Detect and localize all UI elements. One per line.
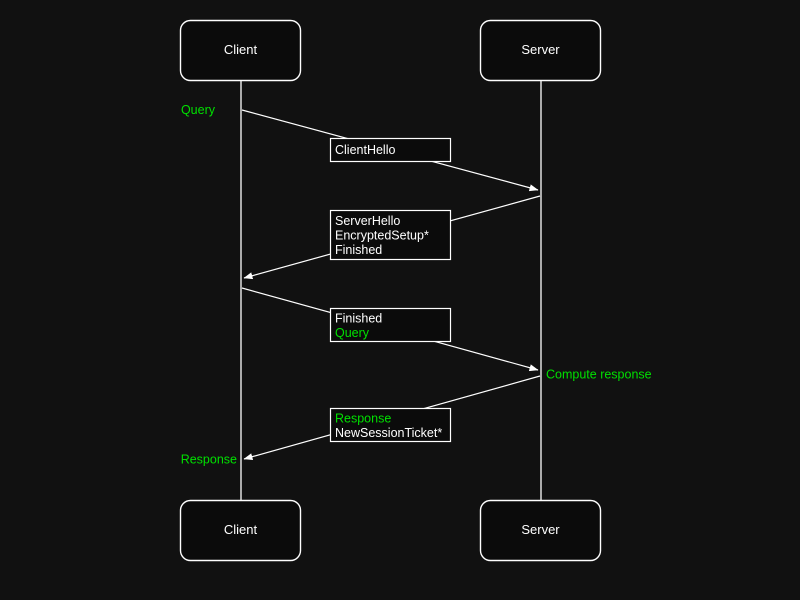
actor-client-top-box [179, 19, 302, 82]
message-line-server-response-ticket-1: Response [335, 411, 391, 425]
actor-server-bottom[interactable]: Server [479, 499, 602, 562]
actor-client-top-label: Client [224, 42, 258, 57]
annotation-compute-response: Compute response [546, 367, 652, 381]
actor-server-bottom-label: Server [521, 522, 560, 537]
message-line-client-finished-query-2: Query [335, 326, 370, 340]
message-label-client-hello-box [329, 137, 452, 163]
actor-client-bottom-label: Client [224, 522, 258, 537]
message-label-server-hello-box [329, 209, 452, 261]
actor-server-top-box [479, 19, 602, 82]
actor-server-bottom-box [479, 499, 602, 562]
message-label-client-finished-query[interactable]: Finished Query [329, 307, 452, 343]
message-label-client-finished-query-box [329, 307, 452, 343]
message-line-client-finished-query-1: Finished [335, 311, 382, 325]
message-line-server-hello-3: Finished [335, 243, 382, 257]
actor-client-bottom-box [179, 499, 302, 562]
message-line-client-hello-1: ClientHello [335, 143, 395, 157]
message-label-server-hello[interactable]: ServerHello EncryptedSetup* Finished [329, 209, 452, 261]
actor-client-top[interactable]: Client [179, 19, 302, 82]
message-line-server-hello-1: ServerHello [335, 214, 400, 228]
message-label-client-hello[interactable]: ClientHello [329, 137, 452, 163]
actor-client-bottom[interactable]: Client [179, 499, 302, 562]
message-label-server-response-ticket[interactable]: Response NewSessionTicket* [329, 407, 452, 443]
actor-server-top[interactable]: Server [479, 19, 602, 82]
message-line-server-hello-2: EncryptedSetup* [335, 228, 429, 242]
message-label-server-response-ticket-box [329, 407, 452, 443]
actor-server-top-label: Server [521, 42, 560, 57]
annotation-response: Response [181, 452, 237, 466]
annotation-query: Query [181, 103, 216, 117]
message-line-server-response-ticket-2: NewSessionTicket* [335, 426, 442, 440]
